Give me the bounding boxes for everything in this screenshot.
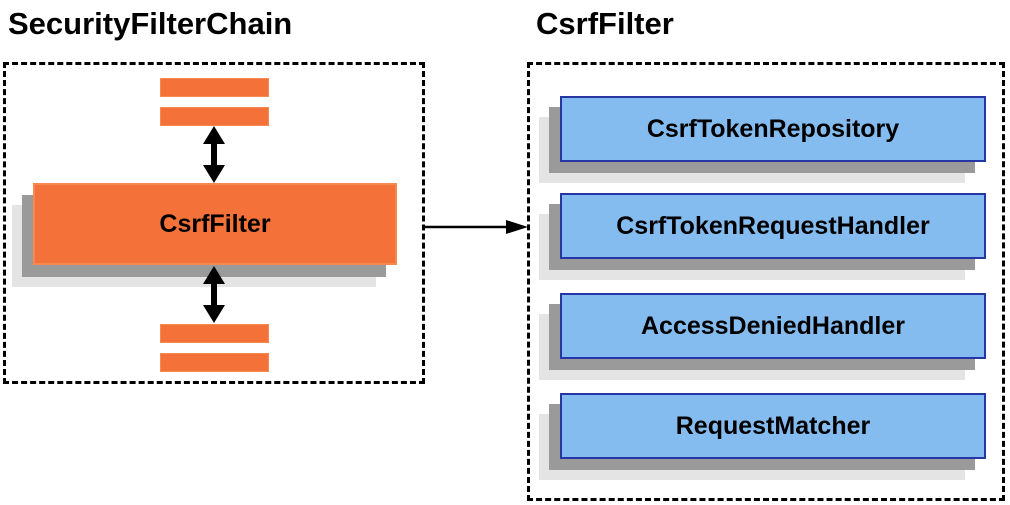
csrf-filter-container bbox=[527, 62, 1005, 501]
security-filter-chain-container bbox=[3, 62, 425, 384]
component-box-label: CsrfTokenRepository bbox=[646, 114, 900, 143]
component-box-label: RequestMatcher bbox=[675, 411, 871, 440]
component-box-request-matcher: RequestMatcher bbox=[560, 393, 986, 459]
component-box-csrf-token-request-handler: CsrfTokenRequestHandler bbox=[560, 193, 986, 259]
security-filter-chain-title: SecurityFilterChain bbox=[8, 6, 293, 41]
component-box-csrf-token-repository: CsrfTokenRepository bbox=[560, 96, 986, 162]
filter-placeholder-bar bbox=[160, 78, 269, 97]
up-down-arrow-icon bbox=[203, 126, 225, 183]
component-box-label: CsrfTokenRequestHandler bbox=[616, 211, 930, 240]
csrf-filter-box-label: CsrfFilter bbox=[159, 209, 271, 238]
filter-placeholder-bar bbox=[160, 324, 269, 343]
right-arrow-icon bbox=[425, 220, 528, 234]
up-down-arrow-icon bbox=[203, 266, 225, 323]
filter-placeholder-bar bbox=[160, 107, 269, 126]
filter-placeholder-bar bbox=[160, 353, 269, 372]
component-box-access-denied-handler: AccessDeniedHandler bbox=[560, 293, 986, 359]
csrf-filter-box: CsrfFilter bbox=[33, 183, 397, 265]
component-box-label: AccessDeniedHandler bbox=[640, 311, 905, 340]
csrf-filter-title: CsrfFilter bbox=[536, 6, 674, 41]
